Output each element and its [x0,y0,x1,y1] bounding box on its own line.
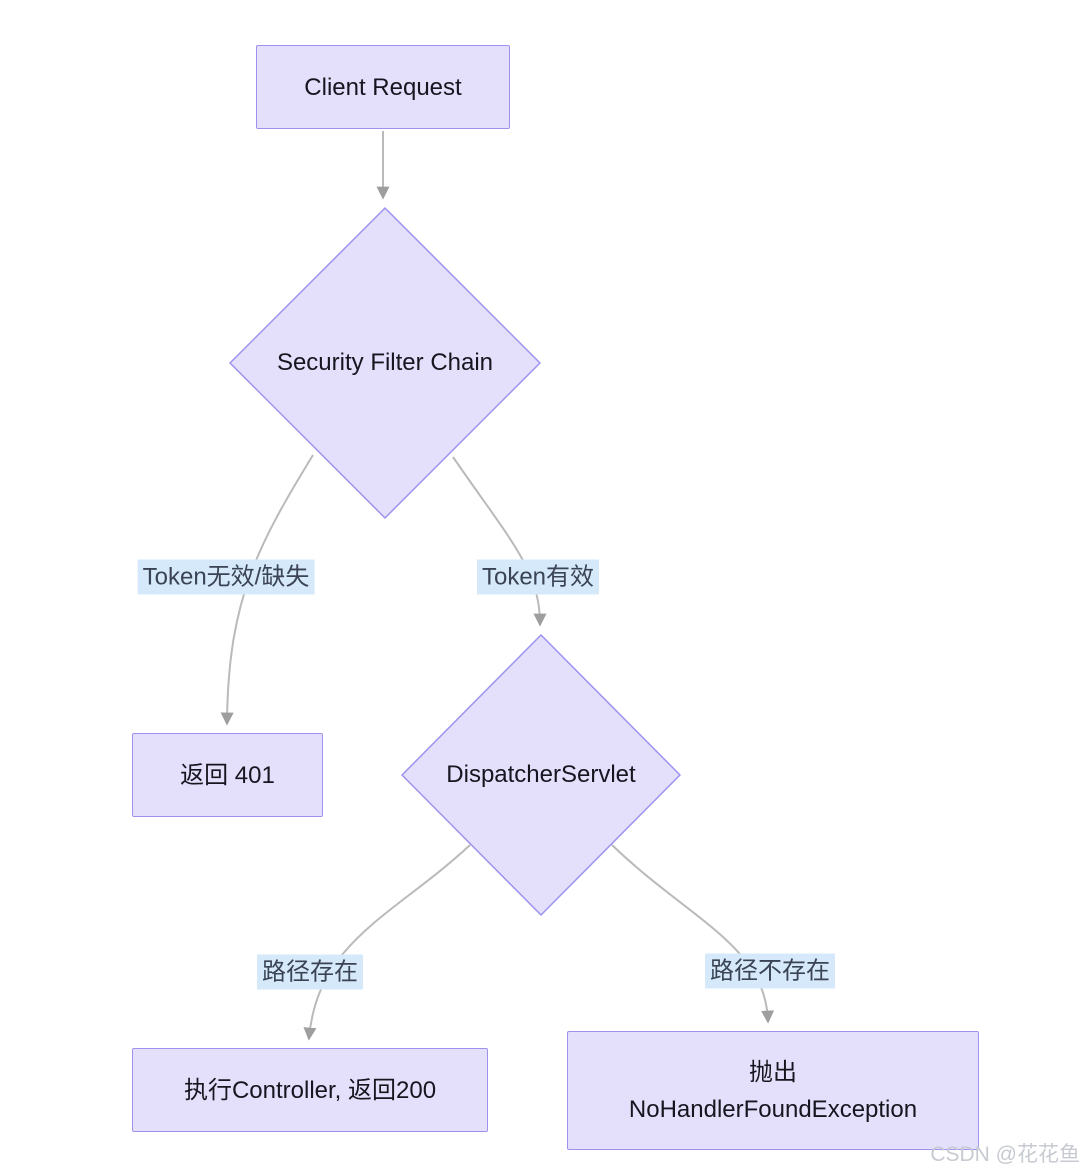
edge-dispatcher-to-controller [303,844,471,1041]
csdn-watermark: CSDN @花花鱼 [930,1143,1080,1166]
edge-label-token-valid: Token有效 [476,559,600,595]
node-exec-controller: 执行Controller, 返回200 [132,1048,488,1132]
decision-security-filter-chain-shape [229,207,541,519]
decision-dispatcher-servlet-shape [401,634,681,916]
edge-label-path-exists: 路径存在 [257,954,363,990]
node-return-401: 返回 401 [132,733,323,817]
edge-label-token-invalid: Token无效/缺失 [137,559,315,595]
edge-securityfilter-to-dispatcher [452,456,547,627]
node-throw-nohandlerfoundexception: 抛出 NoHandlerFoundException [567,1031,979,1150]
node-client-request: Client Request [256,45,510,129]
edge-label-path-not-exists: 路径不存在 [705,953,835,989]
edge-dispatcher-to-exception [611,844,775,1024]
